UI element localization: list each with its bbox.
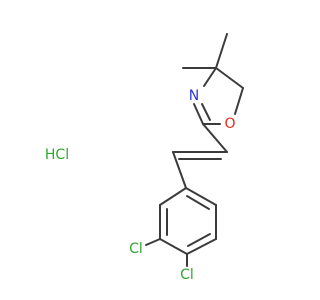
benzene-bond-4 [186,238,217,255]
benzene-bond-4-inner [187,233,211,247]
benzene-bond-6 [185,187,217,206]
bond-to-cl-meta [145,238,161,246]
chlorine-meta-label: Cl [129,241,143,257]
methyl-bond-2 [215,33,228,69]
oxygen-label: O [224,116,235,132]
vinyl-bond-1 [202,123,228,153]
nitrogen-label: N [189,88,199,104]
atom-labels: N O HCl Cl Cl [45,88,236,283]
ring-bond-c2-n [193,103,204,125]
benzene-bond-1 [159,187,187,206]
chlorine-para-label: Cl [180,267,194,283]
benzene-bond-6-inner [186,195,210,210]
hcl-label: HCl [45,147,69,163]
benzene-bond-3 [159,238,188,255]
bonds [145,33,244,267]
ring-bond-ch2-o [234,87,244,115]
ring-bond-cq-ch2 [215,67,244,89]
vinyl-bond-2 [172,151,187,189]
structure-diagram: N O HCl Cl Cl [45,33,244,283]
ring-bond-n-cq [203,67,217,87]
ring-bond-c2-n-inner [201,103,211,121]
